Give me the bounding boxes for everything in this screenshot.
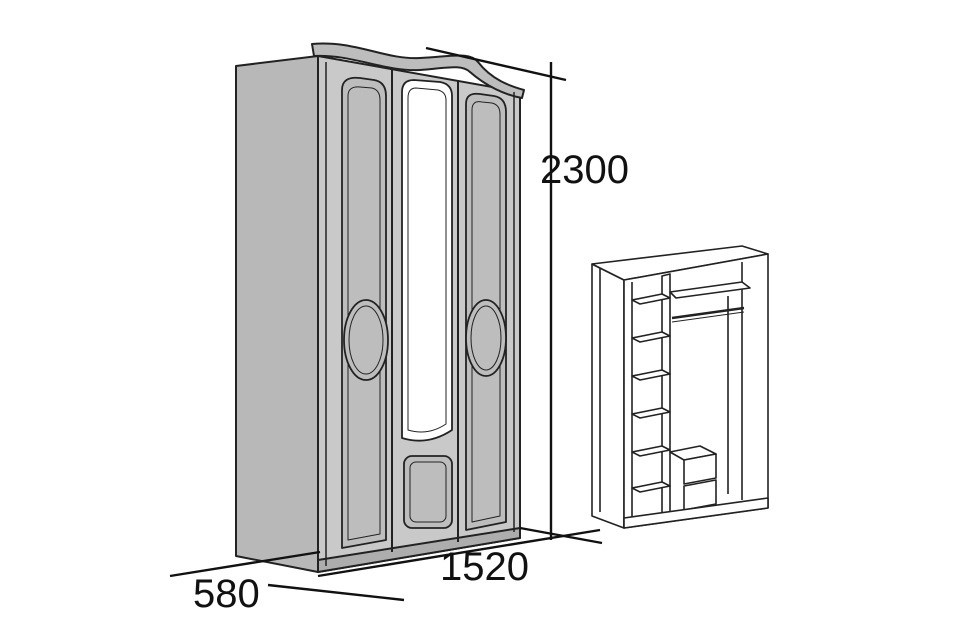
wardrobe-side-panel xyxy=(235,55,319,573)
interior-drawers xyxy=(669,445,717,511)
wardrobe-plinth xyxy=(317,527,521,573)
center-door-mirror xyxy=(401,79,453,442)
right-door-oval xyxy=(465,299,507,377)
interior-hanging-rail xyxy=(671,306,745,320)
center-door-lower-panel xyxy=(403,455,453,529)
depth-label: 580 xyxy=(193,572,260,616)
interior-partition xyxy=(661,273,671,517)
wardrobe-exterior xyxy=(235,42,525,573)
width-dimension-line xyxy=(317,528,601,578)
width-label: 1520 xyxy=(440,545,529,589)
depth-dimension-line xyxy=(169,550,321,578)
left-door-oval xyxy=(343,299,389,381)
interior-top-shelf xyxy=(669,281,751,299)
interior-carcass-front xyxy=(591,263,625,529)
interior-left-shelves xyxy=(631,293,671,493)
height-label: 2300 xyxy=(540,148,629,192)
wardrobe-interior xyxy=(591,245,769,529)
dimension-lines xyxy=(169,46,603,602)
